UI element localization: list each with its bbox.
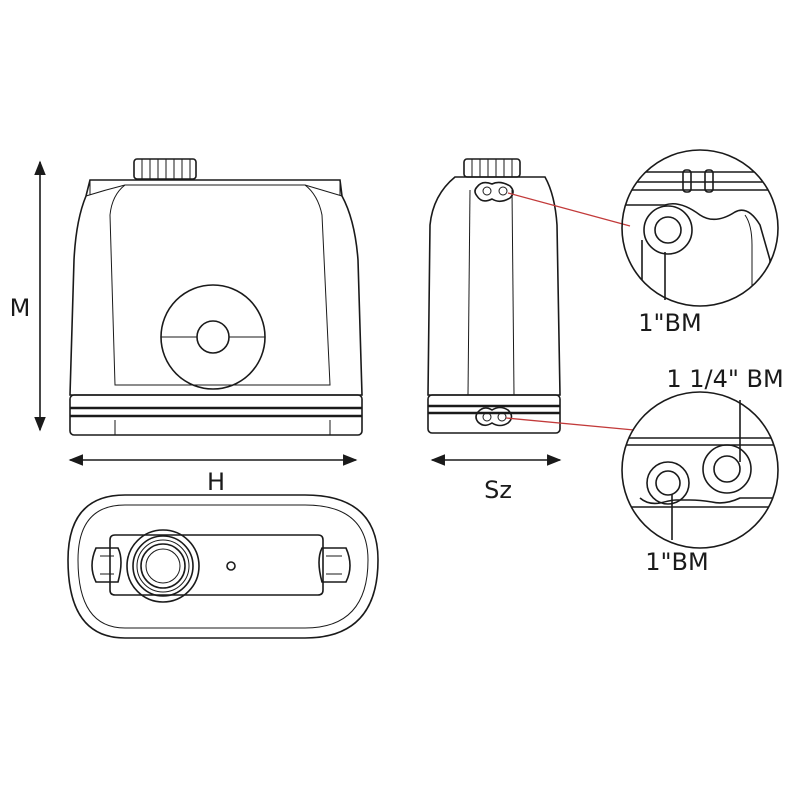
side-rib-right bbox=[511, 189, 515, 396]
bottom-port-large-label: 1 1/4" BM bbox=[666, 365, 783, 393]
side-top-port bbox=[474, 181, 514, 203]
side-bottom-port bbox=[475, 406, 513, 427]
width-dimension-label: H bbox=[207, 468, 225, 496]
top-detail-leader bbox=[507, 192, 631, 227]
front-shoulder-right bbox=[304, 184, 343, 197]
plan-view bbox=[67, 494, 379, 639]
side-rib-left bbox=[467, 189, 471, 396]
front-body-outline bbox=[69, 179, 363, 396]
plan-vent-hole bbox=[226, 561, 236, 571]
front-view bbox=[69, 158, 363, 436]
side-cap bbox=[463, 158, 521, 178]
bottom-port-small-label: 1"BM bbox=[645, 548, 708, 576]
side-base-bands bbox=[427, 394, 561, 434]
side-body-outline bbox=[427, 176, 561, 396]
side-view bbox=[427, 158, 561, 434]
front-shoulder-left bbox=[85, 184, 126, 197]
front-center-boss bbox=[160, 284, 266, 390]
height-dimension-label: M bbox=[10, 294, 31, 322]
plan-handle-right bbox=[318, 547, 351, 583]
plan-center-plate bbox=[109, 534, 324, 596]
front-cap bbox=[133, 158, 197, 180]
depth-dimension-label: Sz bbox=[484, 476, 512, 504]
bottom-detail-leader bbox=[505, 417, 635, 431]
plan-outer-outline bbox=[67, 494, 379, 639]
plan-handle-left bbox=[91, 547, 122, 583]
plan-inner-outline bbox=[77, 504, 369, 629]
front-base-bands bbox=[69, 394, 363, 436]
front-inner-panel bbox=[109, 184, 331, 386]
top-detail-callout bbox=[621, 149, 779, 307]
plan-cap bbox=[126, 529, 200, 603]
bottom-detail-callout bbox=[621, 391, 779, 549]
top-port-label: 1"BM bbox=[638, 309, 701, 337]
